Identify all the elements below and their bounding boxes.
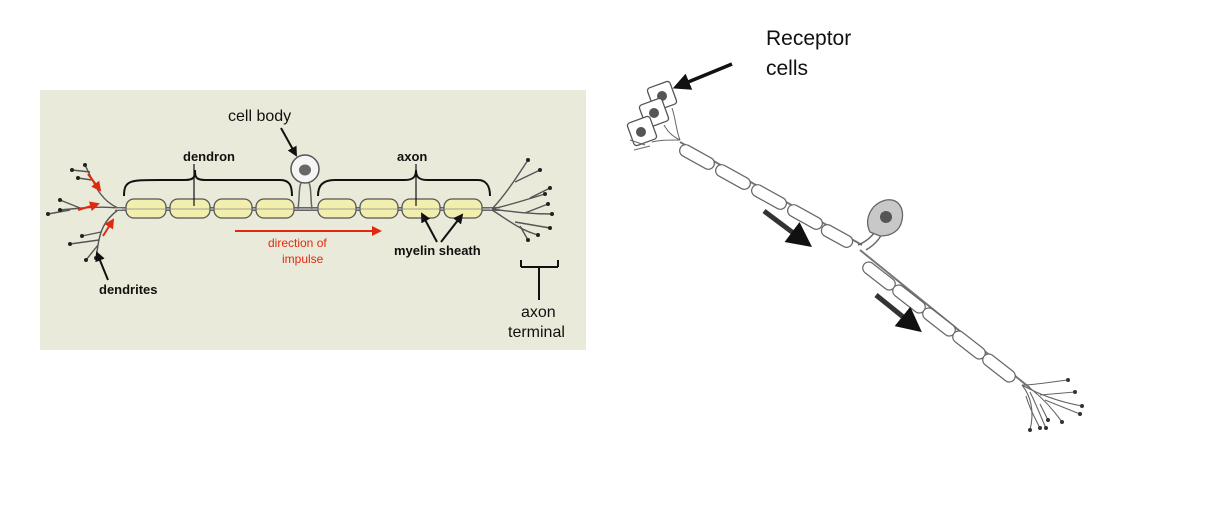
dendrites-arrow [95,251,109,281]
myelin-arrow-1 [421,212,438,243]
impulse-arrow-2 [874,293,922,333]
sensory-terminal-tips [1028,378,1084,432]
sensory-nucleus [880,211,892,223]
impulse-arrows-dendrites [77,173,115,237]
dendron-brace [123,169,293,197]
sensory-cell-body [857,199,904,251]
sensory-fibre-upper [679,141,863,248]
label-axon-terminal-1: axon [521,304,556,321]
label-axon: axon [397,149,427,164]
impulse-arrow-1 [762,209,812,247]
dendrites [47,164,119,261]
axon-terminal-tips [526,158,554,242]
receptor-cells [626,80,678,147]
label-dendron: dendron [183,149,235,164]
nucleus [299,164,311,176]
sensory-neuron-diagram: Receptor cells [626,27,1084,432]
axon-terminal-bracket [520,260,559,300]
receptor-fibres [629,107,681,151]
label-cell-body: cell body [228,108,291,125]
label-direction-line2: impulse [282,252,324,266]
cell-body [290,154,320,210]
label-direction-line1: direction of [268,236,327,250]
diagram-background [40,90,586,350]
receptor-arrow [672,62,733,90]
sensory-terminal-branches [1021,379,1083,431]
myelin-arrow-2 [440,213,464,243]
axon-terminal-branches [491,159,553,241]
label-receptor-line2: cells [766,57,808,80]
label-receptor-line1: Receptor [766,27,851,50]
label-axon-terminal-2: terminal [508,324,565,341]
motor-neuron-diagram: cell body dendron axon direction of impu… [40,90,586,350]
cell-body-arrow [280,127,297,157]
myelin-sheath-segments [125,198,483,219]
label-myelin-sheath: myelin sheath [394,243,481,258]
label-dendrites: dendrites [99,282,158,297]
sensory-fibre-lower [859,249,1031,389]
